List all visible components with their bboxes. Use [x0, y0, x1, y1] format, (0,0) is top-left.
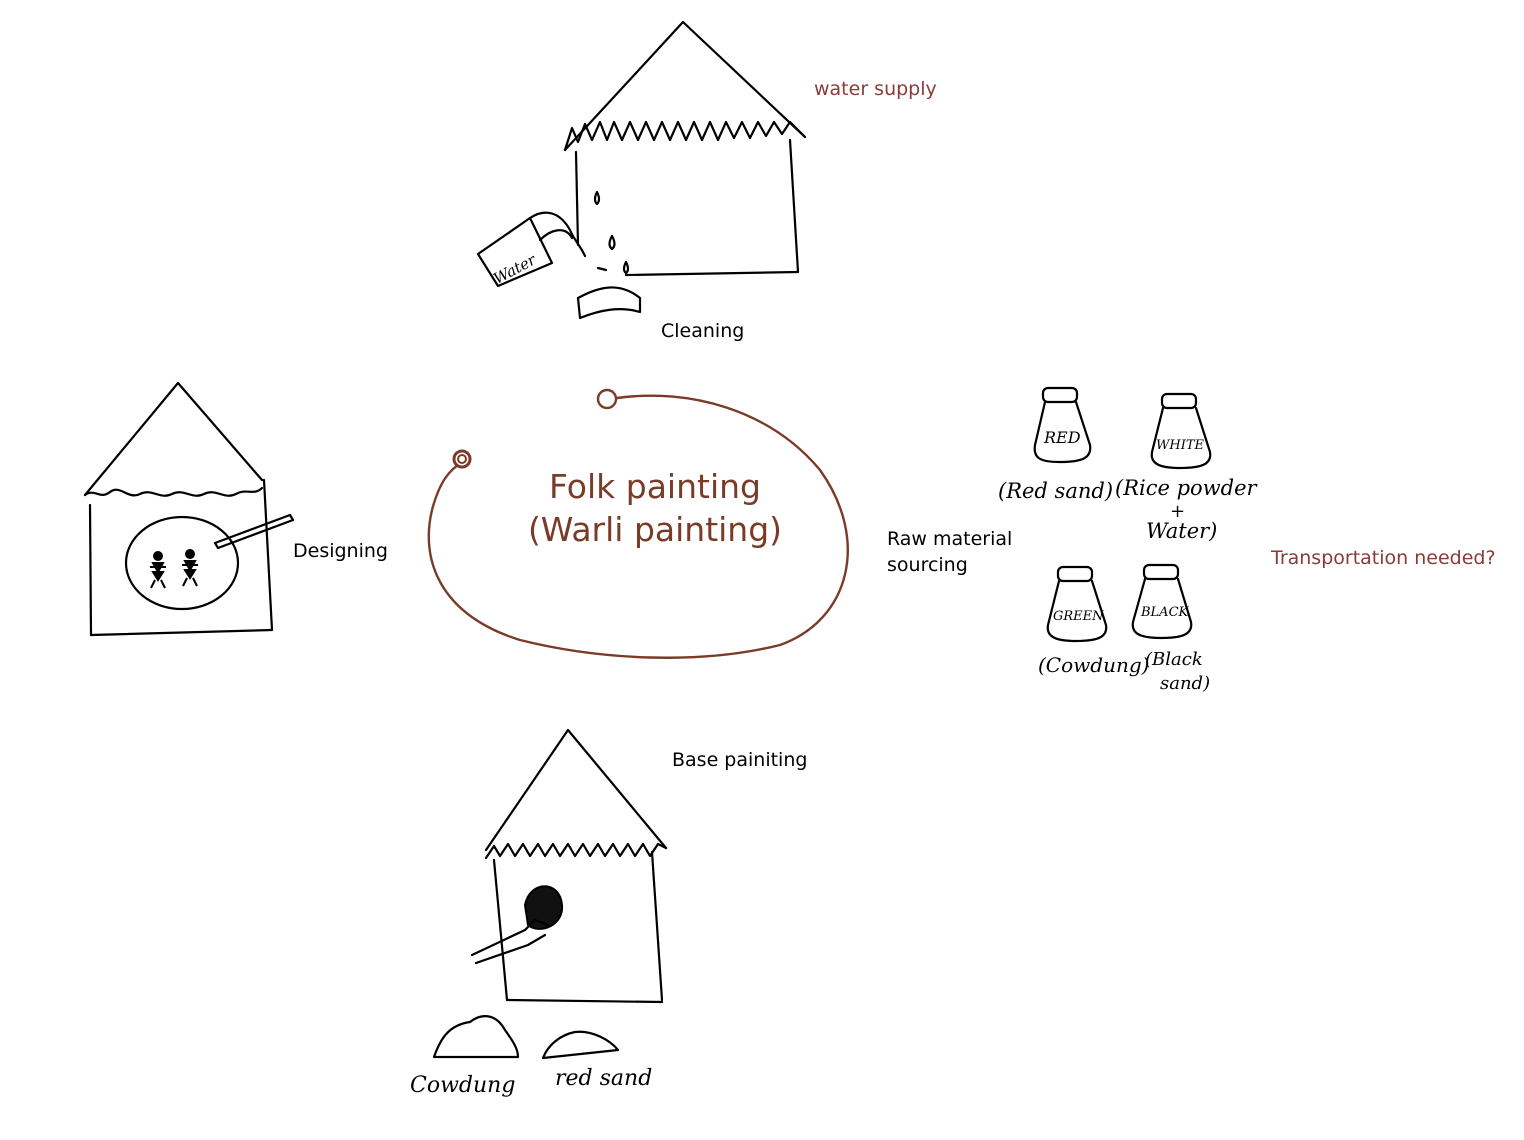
hut-cleaning-sketch: Water [476, 20, 807, 320]
bucket-label: Water [490, 250, 539, 287]
hut-base-painting-sketch: Cowdung red sand [410, 728, 668, 1098]
base-paint-patch [523, 885, 564, 930]
center-title-line1: Folk painting [549, 467, 761, 506]
cycle-end-dot [452, 449, 472, 469]
jar-black-desc-2: sand) [1160, 673, 1210, 694]
jar-red-desc: (Red sand) [998, 479, 1113, 503]
jar-white-desc-2: Water) [1146, 519, 1217, 543]
hut-designing-sketch [83, 381, 295, 637]
note-water-supply: water supply [814, 78, 937, 100]
pile-redsand-label: red sand [555, 1066, 652, 1091]
stage-raw-material-line2: sourcing [887, 553, 968, 576]
warli-figures [150, 549, 198, 589]
cycle-arrow-path [427, 394, 849, 659]
pile-cowdung-label: Cowdung [410, 1073, 515, 1098]
jar-white-desc-1: (Rice powder [1115, 476, 1259, 500]
stage-raw-material-label: Raw material sourcing [887, 527, 1012, 578]
jar-white-desc-plus: + [1170, 501, 1185, 522]
jar-red: RED (Red sand) [998, 386, 1113, 503]
center-title-line2: (Warli painting) [527, 509, 783, 549]
cycle-start-dot [596, 388, 618, 410]
stage-base-painting-label: Base painiting [672, 749, 808, 771]
jar-green: GREEN (Cowdung) [1038, 565, 1149, 677]
stage-raw-material-line1: Raw material [887, 528, 1013, 550]
jars-raw-materials: RED (Red sand) WHITE (Rice powder + Wate… [998, 386, 1259, 694]
jar-red-label: RED [1043, 428, 1081, 447]
jar-green-label: GREEN [1053, 609, 1104, 624]
jar-black-label: BLACK [1140, 605, 1190, 620]
jar-black: BLACK (Black sand) [1131, 563, 1210, 694]
stage-cleaning-label: Cleaning [661, 320, 745, 342]
stage-designing-label: Designing [293, 540, 388, 562]
jar-green-desc: (Cowdung) [1038, 653, 1149, 677]
jar-black-desc-1: (Black [1145, 649, 1203, 670]
jar-white-label: WHITE [1156, 438, 1205, 453]
cycle-loop [427, 388, 849, 659]
note-transportation: Transportation needed? [1271, 547, 1496, 569]
center-title: Folk painting (Warli painting) [485, 466, 825, 552]
jar-white: WHITE (Rice powder + Water) [1115, 392, 1259, 543]
